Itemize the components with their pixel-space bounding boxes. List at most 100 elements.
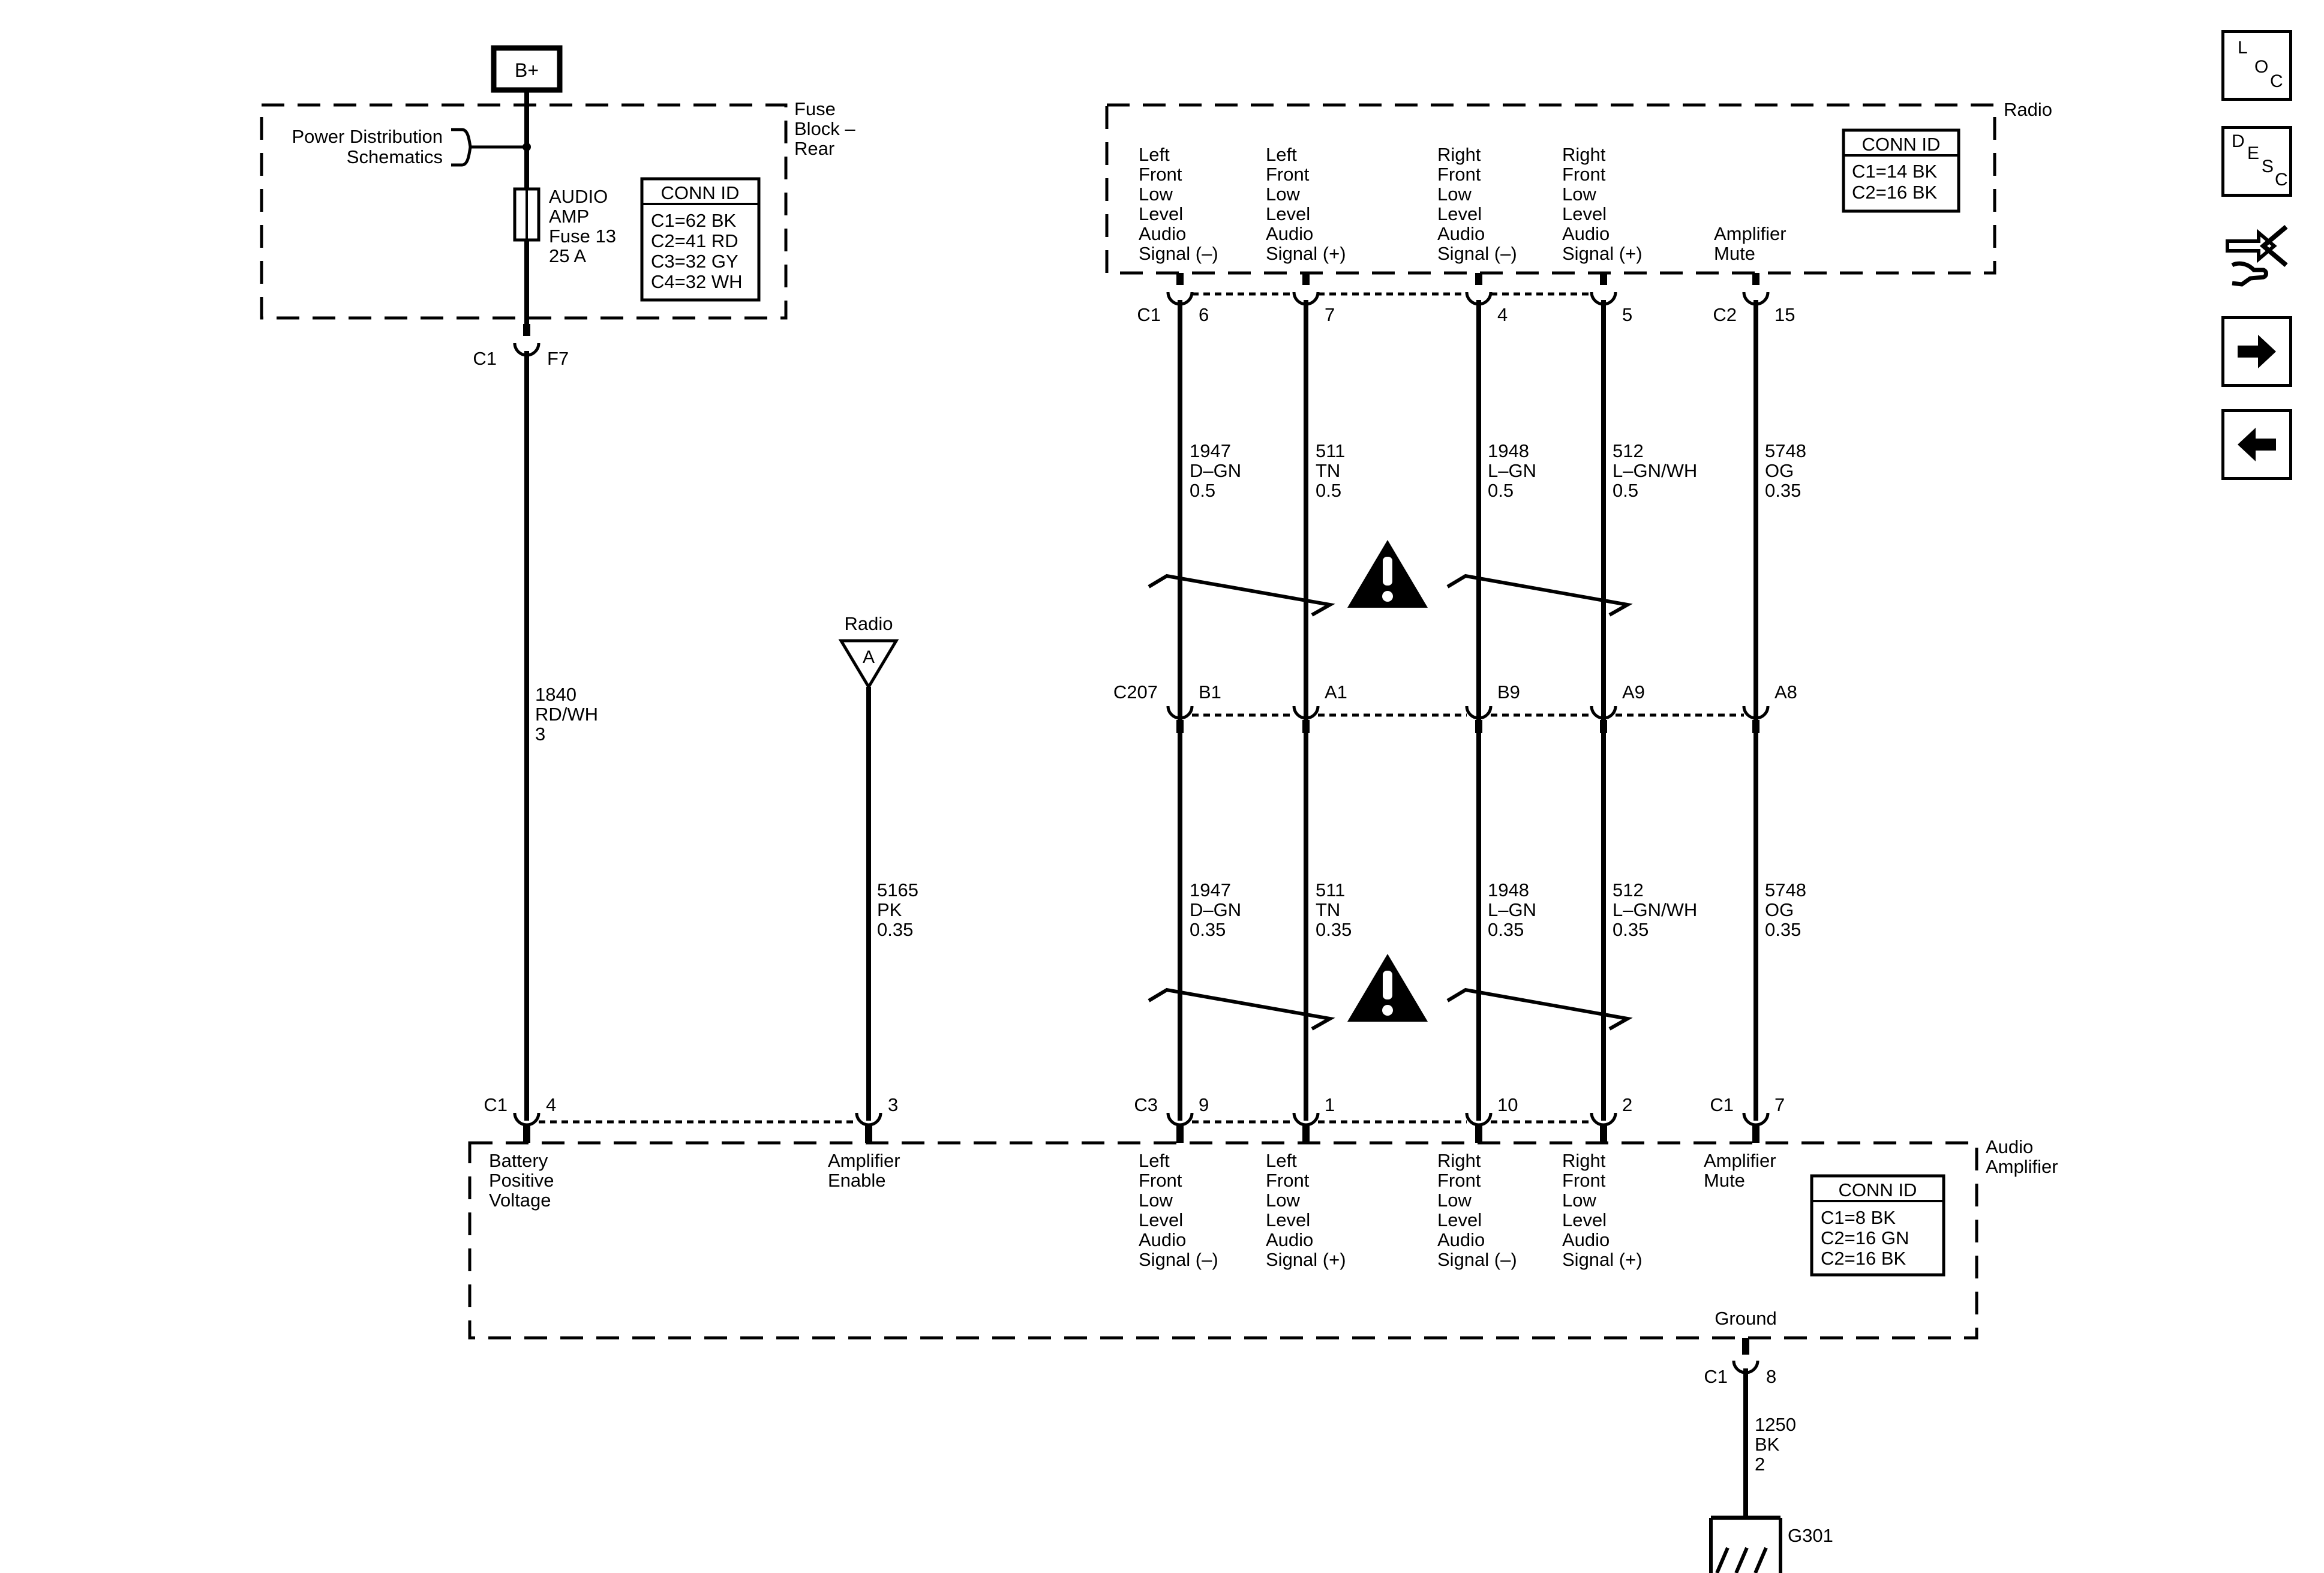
svg-text:C1=8 BK: C1=8 BK xyxy=(1821,1207,1896,1228)
fuse-block-name: Rear xyxy=(794,138,834,159)
svg-text:Low: Low xyxy=(1139,1190,1173,1211)
amp-signal-rf-neg: Right Front Low Level Audio Signal (–) xyxy=(1437,1150,1517,1270)
power-distribution-link[interactable]: Power Distribution Schematics xyxy=(292,126,443,167)
pin-label: 9 xyxy=(1199,1094,1209,1115)
svg-text:Level: Level xyxy=(1266,1209,1310,1230)
svg-text:C4=32 WH: C4=32 WH xyxy=(651,271,742,292)
svg-text:1948: 1948 xyxy=(1488,440,1529,461)
radio-name: Radio xyxy=(2004,99,2052,120)
svg-text:C1: C1 xyxy=(1704,1366,1728,1387)
svg-text:Level: Level xyxy=(1139,1209,1183,1230)
svg-text:Radio: Radio xyxy=(845,613,893,634)
svg-text:C2: C2 xyxy=(1713,304,1737,325)
svg-text:Low: Low xyxy=(1562,184,1596,205)
svg-text:C1=14 BK: C1=14 BK xyxy=(1852,161,1938,182)
svg-text:Front: Front xyxy=(1139,164,1182,185)
svg-text:Signal (–): Signal (–) xyxy=(1139,1249,1218,1270)
fuse-label: 25 A xyxy=(549,245,586,266)
svg-text:OG: OG xyxy=(1765,460,1794,481)
svg-text:Level: Level xyxy=(1139,203,1183,224)
svg-text:Signal (–): Signal (–) xyxy=(1437,243,1517,264)
previous-arrow-icon[interactable] xyxy=(2221,409,2292,480)
svg-text:1948: 1948 xyxy=(1488,879,1529,900)
lower-wires: 1947 D–GN 0.35 511 TN 0.35 1948 L–GN 0.3… xyxy=(1148,733,1806,1121)
amp-signal-battery: Battery Positive Voltage xyxy=(489,1150,554,1211)
pin-label: 3 xyxy=(888,1094,898,1115)
amp-signal-rf-pos: Right Front Low Level Audio Signal (+) xyxy=(1562,1150,1643,1270)
connector-view-icon-svg xyxy=(2226,224,2288,287)
loc-button[interactable]: L O C xyxy=(2221,30,2292,101)
fuse-block-name: Fuse xyxy=(794,98,836,119)
loc-letter: O xyxy=(2254,57,2269,77)
loc-letter: C xyxy=(2270,71,2283,91)
svg-text:0.5: 0.5 xyxy=(1316,480,1341,501)
fuse-block-rear: Fuse Block – Rear Power Distribution Sch… xyxy=(260,98,855,320)
pin-label: 1 xyxy=(1325,1094,1335,1115)
wire-label: BK xyxy=(1755,1434,1780,1455)
next-arrow-icon[interactable] xyxy=(2221,316,2292,387)
svg-text:Left: Left xyxy=(1266,1150,1297,1171)
connector-view-icon[interactable] xyxy=(2221,216,2292,288)
svg-text:0.35: 0.35 xyxy=(1488,919,1524,940)
desc-button[interactable]: D E S C xyxy=(2221,126,2292,197)
svg-text:Signal (+): Signal (+) xyxy=(1562,1249,1643,1270)
svg-text:Audio: Audio xyxy=(1437,223,1485,244)
audio-amplifier-module: Audio Amplifier CONN ID C1=8 BK C2=16 GN… xyxy=(468,1136,2058,1340)
amplifier-connectors: C1 C3 C1 4 3 9 1 10 2 7 xyxy=(484,1094,1785,1143)
previous-arrow-glyph xyxy=(2238,428,2276,461)
svg-text:511: 511 xyxy=(1316,879,1345,900)
svg-text:Low: Low xyxy=(1562,1190,1596,1211)
svg-text:Audio: Audio xyxy=(1437,1229,1485,1250)
pin-label: 7 xyxy=(1774,1094,1785,1115)
svg-text:TN: TN xyxy=(1316,460,1340,481)
svg-text:Level: Level xyxy=(1562,1209,1607,1230)
svg-text:Signal (+): Signal (+) xyxy=(1562,243,1643,264)
svg-text:Audio: Audio xyxy=(1266,1229,1313,1250)
svg-text:Positive: Positive xyxy=(489,1170,554,1191)
offpage-connector-a[interactable]: Radio A xyxy=(838,613,899,690)
svg-text:C3: C3 xyxy=(1134,1094,1158,1115)
svg-text:0.35: 0.35 xyxy=(1765,480,1801,501)
fuse-label: AMP xyxy=(549,206,589,227)
svg-text:Mute: Mute xyxy=(1714,243,1755,264)
ground-circuit: C1 8 1250 BK 2 G301 xyxy=(1704,1338,1833,1573)
amp-signal-enable: Amplifier Enable xyxy=(828,1150,900,1191)
svg-text:Left: Left xyxy=(1139,1150,1170,1171)
svg-text:Audio: Audio xyxy=(1562,1229,1610,1250)
svg-text:5748: 5748 xyxy=(1765,879,1806,900)
fuse-block-conn-id: CONN ID C1=62 BK C2=41 RD C3=32 GY C4=32… xyxy=(640,177,761,302)
svg-text:C1: C1 xyxy=(1710,1094,1734,1115)
pin-label: B9 xyxy=(1497,682,1520,703)
svg-text:C2=41 RD: C2=41 RD xyxy=(651,230,738,251)
svg-text:Audio: Audio xyxy=(1266,223,1313,244)
svg-text:L–GN/WH: L–GN/WH xyxy=(1613,899,1697,920)
svg-text:Low: Low xyxy=(1139,184,1173,205)
pin-label: 6 xyxy=(1199,304,1209,325)
svg-text:0.35: 0.35 xyxy=(1190,919,1226,940)
pin-label: 10 xyxy=(1497,1094,1518,1115)
svg-text:Power Distribution: Power Distribution xyxy=(292,126,443,147)
svg-text:Signal (+): Signal (+) xyxy=(1266,1249,1346,1270)
svg-text:Amplifier: Amplifier xyxy=(828,1150,900,1171)
pin-label: 2 xyxy=(1622,1094,1632,1115)
wire-label: 5165 xyxy=(877,879,918,900)
svg-text:OG: OG xyxy=(1765,899,1794,920)
wire-label: 2 xyxy=(1755,1454,1765,1475)
svg-text:Front: Front xyxy=(1266,1170,1310,1191)
svg-text:Schematics: Schematics xyxy=(347,146,443,167)
svg-text:Front: Front xyxy=(1562,164,1606,185)
svg-text:L–GN/WH: L–GN/WH xyxy=(1613,460,1697,481)
wire-label: 3 xyxy=(535,724,545,745)
svg-text:Amplifier: Amplifier xyxy=(1714,223,1786,244)
wire-label: 1840 xyxy=(535,684,577,705)
svg-text:Left: Left xyxy=(1139,144,1170,165)
pin-label: A8 xyxy=(1774,682,1797,703)
pin-label: F7 xyxy=(547,348,569,369)
pin-label: 4 xyxy=(1497,304,1508,325)
fuse-block-name: Block – xyxy=(794,118,855,139)
pin-label: 5 xyxy=(1622,304,1632,325)
svg-text:Level: Level xyxy=(1562,203,1607,224)
next-arrow-glyph xyxy=(2238,335,2276,368)
svg-text:CONN ID: CONN ID xyxy=(1862,134,1941,155)
amp-signal-lf-pos: Left Front Low Level Audio Signal (+) xyxy=(1266,1150,1346,1270)
